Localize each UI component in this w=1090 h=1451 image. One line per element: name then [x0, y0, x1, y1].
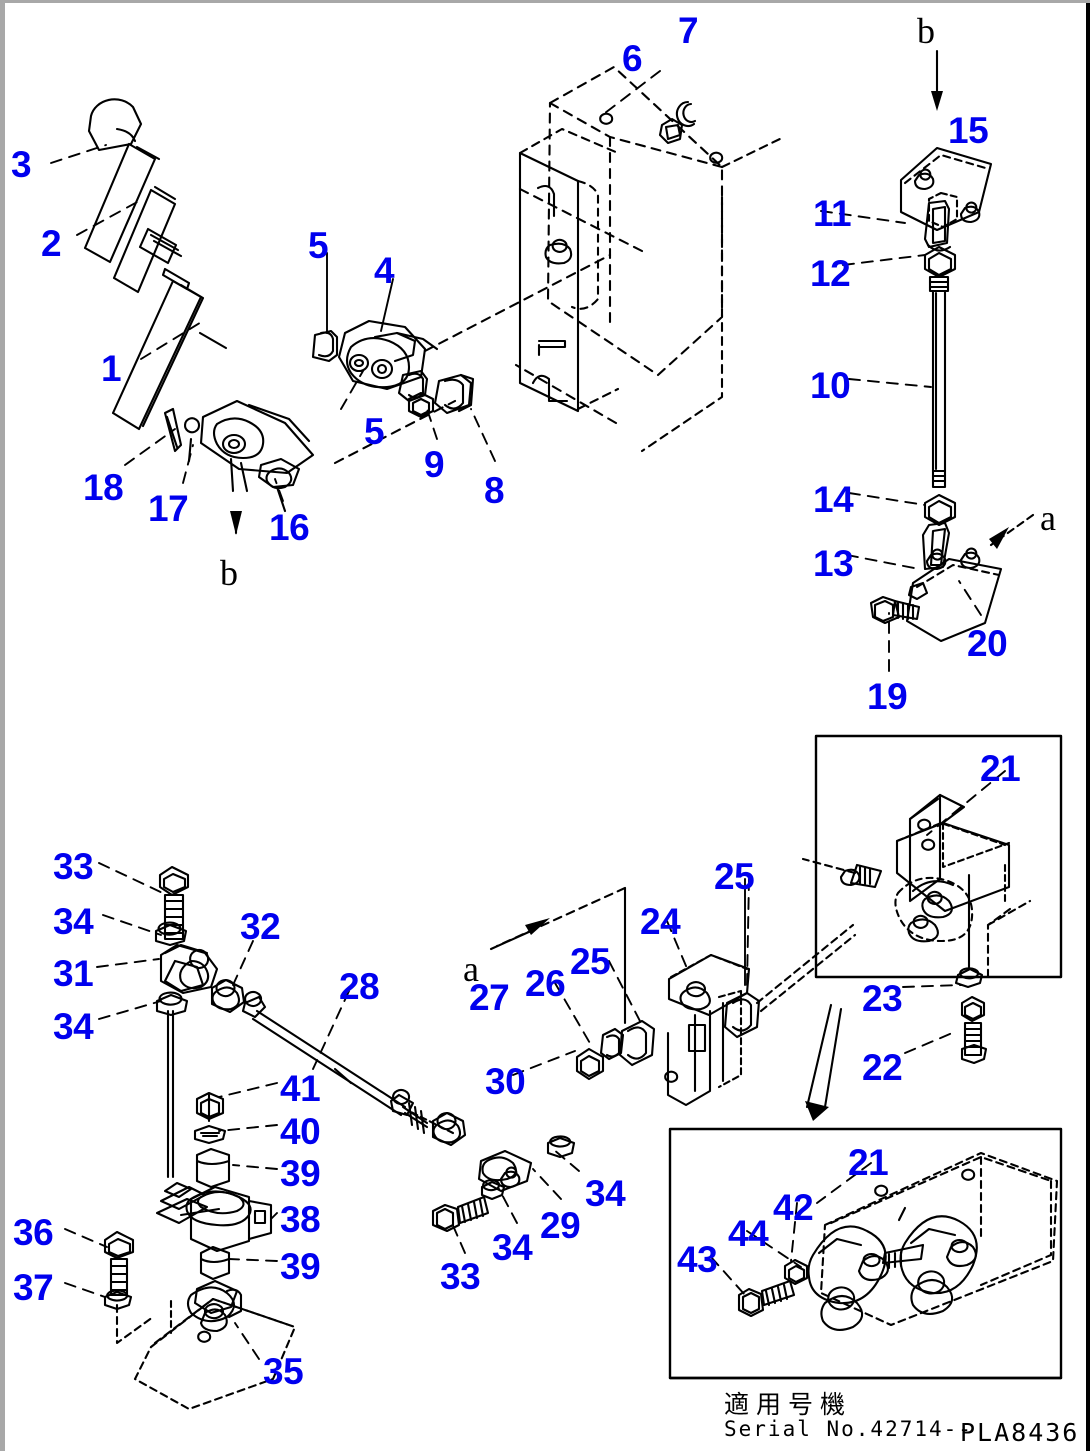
callout-number-21-48: 21: [848, 1142, 889, 1183]
callout-number-17-4: 17: [148, 488, 189, 529]
callout-number-33-33: 33: [440, 1256, 481, 1297]
diagram-linework: [50, 49, 1063, 1411]
callout-number-18-3: 18: [83, 467, 124, 508]
callout-number-9-9: 9: [424, 444, 445, 485]
callout-number-27-28: 27: [469, 977, 510, 1018]
callout-number-5-8: 5: [364, 411, 385, 452]
callout-number-40-41: 40: [280, 1111, 321, 1152]
callout-number-34-35: 34: [53, 901, 94, 942]
callout-number-13-18: 13: [813, 543, 854, 584]
callout-number-35-47: 35: [263, 1351, 304, 1392]
callout-number-26-27: 26: [525, 963, 566, 1004]
callout-number-14-17: 14: [813, 479, 854, 520]
callout-number-44-50: 44: [728, 1213, 769, 1254]
callout-number-24-25: 24: [640, 901, 681, 942]
callout-number-37-46: 37: [13, 1267, 54, 1308]
callout-number-4-7: 4: [374, 250, 395, 291]
callout-number-36-45: 36: [13, 1212, 54, 1253]
callout-number-12-15: 12: [810, 253, 851, 294]
callout-number-21-21: 21: [980, 748, 1021, 789]
callout-number-29-31: 29: [540, 1205, 581, 1246]
callout-number-25-26: 25: [570, 941, 611, 982]
callout-number-22-23: 22: [862, 1047, 903, 1088]
drawing-code: PLA8436: [960, 1418, 1080, 1447]
callout-number-33-34: 33: [53, 846, 94, 887]
callout-number-43-51: 43: [677, 1239, 718, 1280]
callout-number-28-39: 28: [339, 966, 380, 1007]
callout-number-19-19: 19: [867, 676, 908, 717]
callout-number-34-32: 34: [492, 1227, 533, 1268]
callout-number-39-44: 39: [280, 1246, 321, 1287]
section-marker-a-3: a: [463, 949, 479, 989]
callout-number-25-24: 25: [714, 856, 755, 897]
callout-number-1-2: 1: [101, 348, 122, 389]
callout-number-16-5: 16: [269, 507, 310, 548]
callout-number-8-10: 8: [484, 470, 505, 511]
callout-number-3-0: 3: [11, 144, 32, 185]
callout-number-6-11: 6: [622, 38, 643, 79]
callout-number-20-20: 20: [967, 623, 1008, 664]
callout-number-23-22: 23: [862, 978, 903, 1019]
callout-number-11-14: 11: [813, 193, 852, 234]
callout-number-39-42: 39: [280, 1153, 321, 1194]
callout-number-5-6: 5: [308, 225, 329, 266]
applicable-machine-note-jp: 適用号機: [724, 1390, 853, 1419]
callout-number-34-37: 34: [53, 1006, 94, 1047]
callout-number-34-30: 34: [585, 1173, 626, 1214]
callout-number-41-40: 41: [280, 1068, 321, 1109]
callout-number-7-12: 7: [678, 10, 699, 51]
callout-number-2-1: 2: [41, 223, 62, 264]
section-marker-b-1: b: [220, 553, 238, 593]
callout-number-10-16: 10: [810, 365, 851, 406]
serial-number-note: Serial No.42714--: [724, 1417, 973, 1441]
callout-number-31-36: 31: [53, 953, 94, 994]
section-marker-b-0: b: [917, 11, 935, 51]
callout-number-30-29: 30: [485, 1061, 526, 1102]
callout-number-38-43: 38: [280, 1199, 321, 1240]
page-right-border: [1086, 3, 1090, 1451]
callout-number-15-13: 15: [948, 110, 989, 151]
section-marker-a-2: a: [1040, 498, 1056, 538]
callout-number-32-38: 32: [240, 906, 281, 947]
callout-number-42-49: 42: [773, 1187, 814, 1228]
